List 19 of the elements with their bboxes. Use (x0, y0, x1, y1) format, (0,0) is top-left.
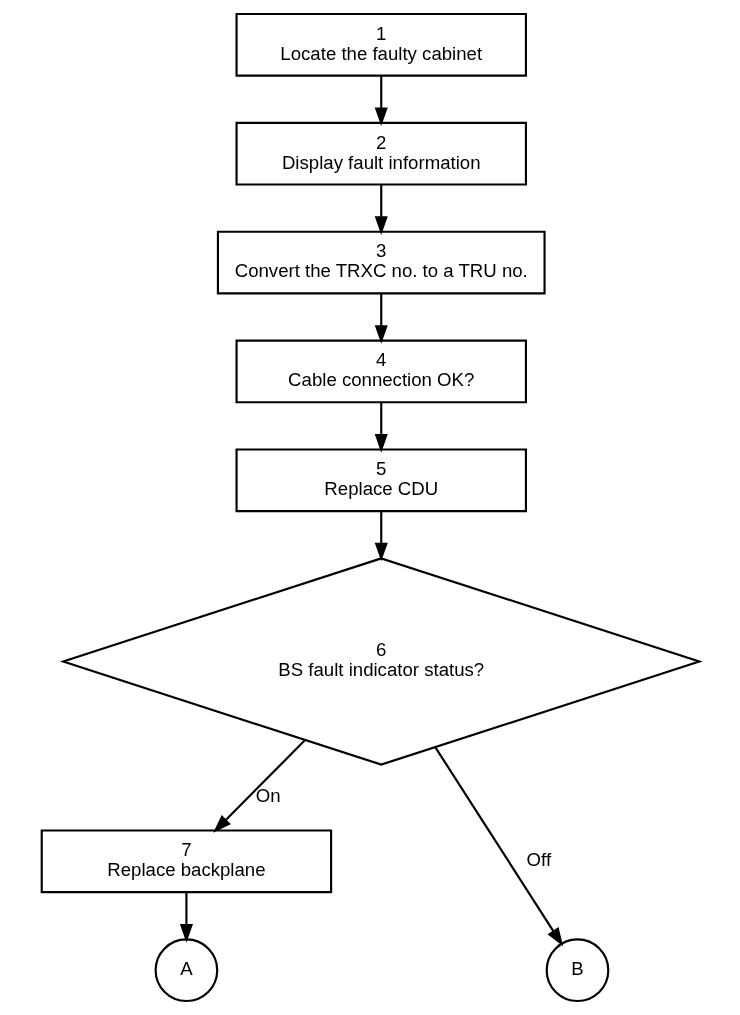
node-diamond: 6 BS fault indicator status? (59, 557, 703, 766)
edge-label: On (255, 785, 280, 807)
node-box: 4 Cable connection OK? (235, 339, 527, 404)
arrow (179, 892, 193, 943)
arrow (434, 746, 563, 947)
arrow (374, 402, 388, 453)
arrow (374, 184, 388, 235)
node-box: 7 Replace backplane (40, 829, 332, 894)
arrow (374, 293, 388, 344)
arrow (374, 511, 388, 562)
node-box: 3 Convert the TRXC no. to a TRU no. (216, 230, 546, 295)
arrow (212, 739, 306, 833)
node-box: 1 Locate the faulty cabinet (235, 12, 527, 77)
node-circle: A (154, 938, 218, 1003)
node-box: 5 Replace CDU (235, 448, 527, 513)
arrow (374, 75, 388, 127)
node-box: 2 Display fault information (235, 121, 527, 186)
node-circle: B (545, 938, 609, 1003)
edge-label: Off (526, 849, 551, 871)
